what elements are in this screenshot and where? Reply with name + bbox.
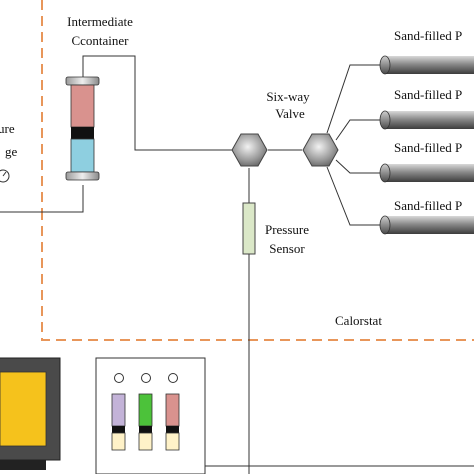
sample-tube-red	[165, 393, 180, 451]
six-way-label-line2: Valve	[275, 106, 305, 121]
sand-pipe-label-3: Sand-filled P	[394, 140, 462, 155]
six-way-valve-icon[interactable]	[302, 133, 339, 167]
line-sixway-to-pipe4	[326, 166, 380, 226]
sand-filled-pipe	[379, 55, 474, 75]
intermediate-label-line1: Intermediate	[67, 14, 133, 29]
line-sixway-to-pipe2	[335, 119, 380, 141]
pressure-sensor-label-line2: Sensor	[269, 241, 305, 256]
sand-pipe-label-1: Sand-filled P	[394, 28, 462, 43]
pump-label-line1: ure	[0, 121, 15, 136]
pressure-sensor-label-line1: Pressure	[265, 222, 309, 237]
six-way-label-line1: Six-way	[266, 89, 310, 104]
line-sixway-to-pipe3	[335, 159, 380, 174]
sample-tube-green	[138, 393, 153, 451]
pressure-gauge-icon	[0, 169, 10, 183]
calorstat-enclosure	[41, 0, 474, 341]
connection-lines	[0, 55, 474, 474]
sample-tube-purple	[111, 393, 126, 451]
sand-filled-pipe	[379, 110, 474, 130]
hexagon-valve-icon[interactable]	[231, 133, 268, 167]
computer-monitor-icon	[0, 357, 61, 470]
calorstat-label: Calorstat	[335, 313, 382, 328]
intermediate-container	[65, 76, 100, 181]
pump-label-line2: ge	[5, 144, 18, 159]
line-pump-to-container	[0, 185, 84, 213]
pressure-sensor	[242, 202, 256, 255]
sand-filled-pipe	[379, 215, 474, 235]
controller-box	[95, 357, 206, 474]
intermediate-label-line2: Ccontainer	[71, 33, 129, 48]
sand-pipe-label-2: Sand-filled P	[394, 87, 462, 102]
line-container-to-valve	[82, 55, 232, 151]
sand-pipe-label-4: Sand-filled P	[394, 198, 462, 213]
sand-filled-pipe	[379, 163, 474, 183]
line-sixway-to-pipe1	[326, 64, 380, 134]
